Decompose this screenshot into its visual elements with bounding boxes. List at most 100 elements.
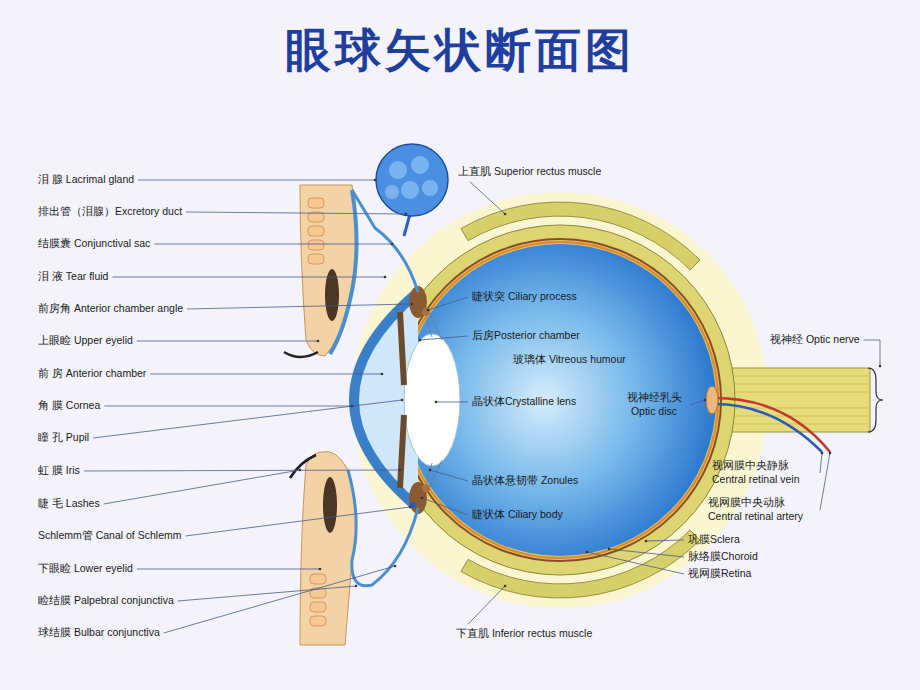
part-label: 晶状体悬韧带 Zonules [472, 474, 578, 488]
orbit-halo [352, 192, 768, 608]
leader-dot [399, 469, 402, 472]
leader-line [187, 304, 412, 309]
diagram-title: 眼球矢状断面图 [0, 20, 920, 82]
leader-line [137, 340, 318, 341]
part-label: 晶状体Crystalline lens [472, 395, 576, 409]
optic-disc [706, 386, 718, 414]
tarsal-tissue [308, 240, 324, 250]
part-label: Schlemm管 Canal of Schlemm [38, 529, 181, 543]
part-label: 视网膜Retina [688, 567, 751, 581]
leader-line [104, 470, 300, 504]
part-label: 上眼睑 Upper eyelid [38, 334, 133, 348]
gland-lobule [411, 156, 429, 174]
leader-dot [374, 179, 377, 182]
gland-lobule [389, 161, 407, 179]
part-label: 睑结膜 Palpebral conjunctiva [38, 594, 174, 608]
leader-dot [419, 339, 422, 342]
leader-line [864, 340, 880, 366]
nerve-fiber [720, 384, 868, 385]
part-label: 虹 膜 Iris [38, 464, 80, 478]
nerve-fiber [720, 376, 868, 377]
conjunctiva [330, 190, 357, 354]
part-label: 视网膜中央动脉 Central retinal artery [708, 496, 816, 523]
tarsal-tissue [310, 602, 326, 612]
leader-line [186, 212, 406, 214]
leader-dot [319, 568, 322, 571]
leader-line [185, 507, 410, 536]
leader-line [587, 552, 684, 574]
part-label: 视神经 Optic nerve [770, 333, 860, 347]
nerve-fiber [720, 424, 868, 425]
leader-line [690, 400, 705, 405]
leader-line [820, 453, 822, 473]
leader-line [430, 470, 468, 481]
retinal-vein [714, 404, 822, 452]
part-label: 前房角 Anterior chamber angle [38, 302, 183, 316]
leader-line [84, 470, 400, 472]
nerve-fiber [720, 416, 868, 417]
gland-lobule [401, 181, 419, 199]
leader-dot [411, 303, 414, 306]
part-label: 下眼睑 Lower eyelid [38, 562, 133, 576]
part-label: 视网膜中央静脉 Central retinal vein [712, 459, 816, 486]
leader-line [150, 373, 382, 374]
leader-dot [504, 585, 507, 588]
leader-dot [381, 373, 384, 376]
part-label: 玻璃体 Vitreous humour [513, 353, 626, 367]
leader-dot [421, 497, 424, 500]
leader-dot [821, 452, 824, 455]
leader-line [154, 243, 392, 244]
ciliary-process [422, 484, 430, 492]
lower-eyelid [300, 451, 356, 645]
leader-line [93, 400, 402, 438]
retinal-artery [714, 398, 830, 452]
leader-dot [427, 309, 430, 312]
leader-dot [409, 506, 412, 509]
tarsal-tissue [308, 226, 324, 236]
leader-line [104, 405, 352, 406]
sclera [385, 225, 735, 575]
vitreous [404, 244, 716, 556]
leader-line [138, 179, 375, 180]
leader-line [468, 586, 505, 624]
part-label: 角 膜 Cornea [38, 399, 100, 413]
eyelash [284, 352, 318, 357]
part-label: 泪 腺 Lacrimal gland [38, 173, 134, 187]
meibomian-gland [323, 477, 337, 533]
iris [400, 415, 404, 488]
part-label: 球结膜 Bulbar conjunctiva [38, 626, 160, 640]
leader-line [820, 453, 830, 510]
bracket [868, 368, 883, 432]
leader-dot [829, 452, 832, 455]
leader-dot [608, 548, 611, 551]
part-label: 睫状突 Ciliary process [472, 290, 577, 304]
part-label: 下直肌 Inferior rectus muscle [456, 627, 592, 641]
lens [404, 334, 460, 466]
iris [400, 312, 404, 385]
part-label: 泪 液 Tear fluid [38, 270, 108, 284]
zonule [430, 314, 442, 340]
leader-dot [355, 585, 358, 588]
gland-lobule [385, 185, 399, 199]
leader-dot [435, 401, 438, 404]
leader-dot [405, 213, 408, 216]
tarsal-tissue [308, 254, 324, 264]
choroid [399, 239, 721, 561]
leader-dot [879, 365, 882, 368]
leader-dot [504, 213, 507, 216]
part-label: 睫 毛 Lashes [38, 497, 100, 511]
part-label: 视神经乳头 Optic disc [622, 391, 686, 418]
lacrimal-duct [404, 214, 410, 236]
part-label: 脉络膜Choroid [688, 550, 758, 564]
part-label: 瞳 孔 Pupil [38, 431, 89, 445]
leader-line [646, 540, 684, 541]
leader-line [112, 276, 385, 277]
part-label: 睫状体 Ciliary body [472, 508, 563, 522]
leader-dot [384, 276, 387, 279]
leader-line [178, 586, 356, 601]
leader-line [436, 401, 468, 402]
leader-line [164, 566, 395, 633]
leader-line [420, 336, 468, 340]
tarsal-tissue [310, 616, 326, 626]
leader-dot [391, 243, 394, 246]
